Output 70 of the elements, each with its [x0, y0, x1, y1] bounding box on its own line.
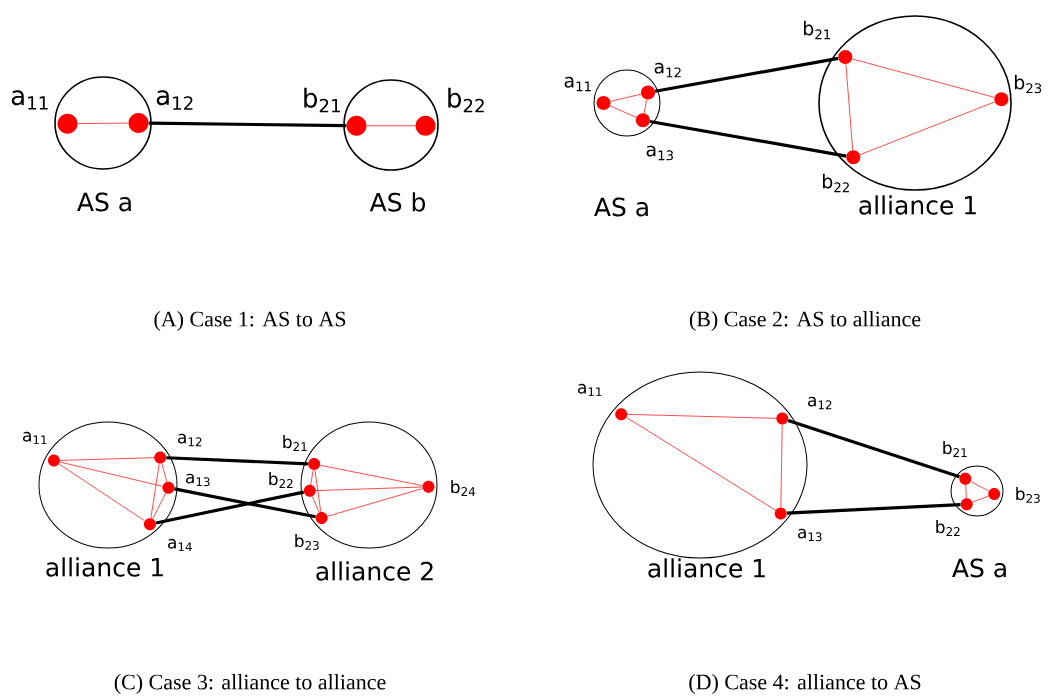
- link-line: [643, 99, 648, 114]
- figure-caption: (B) Case 2: AS to alliance: [689, 311, 921, 331]
- link-line: [786, 503, 961, 515]
- vertex-label: b$_{21}$: [943, 441, 967, 457]
- vertex-label: a$_{11}$: [23, 431, 47, 445]
- vertex-label: a$_{12}$: [156, 90, 193, 110]
- region-label: AS b: [369, 192, 425, 212]
- vertex-label: b$_{21}$: [804, 20, 830, 40]
- link-line: [148, 121, 347, 128]
- region-label: alliance 2: [316, 561, 433, 581]
- link-line: [152, 492, 166, 520]
- vertex-label: b$_{22}$: [936, 520, 960, 536]
- link-line: [970, 481, 990, 492]
- link-line: [787, 418, 960, 479]
- vertex-label: b$_{22}$: [269, 472, 293, 488]
- vertex-label: a$_{13}$: [646, 145, 673, 161]
- link-line: [851, 58, 995, 98]
- vertex-label: b$_{23}$: [1015, 74, 1042, 94]
- link-line: [780, 424, 783, 508]
- link-line: [59, 461, 163, 487]
- vertex-label: a$_{11}$: [578, 383, 602, 397]
- vertex-label: b$_{24}$: [451, 480, 476, 496]
- link-line: [77, 122, 129, 124]
- link-line: [845, 63, 854, 151]
- link-line: [319, 464, 423, 486]
- link-line: [649, 119, 847, 158]
- link-line: [627, 414, 777, 419]
- figure-caption: (C) Case 3: alliance to alliance: [114, 674, 386, 694]
- vertex-label: a$_{13}$: [798, 528, 822, 542]
- vertex-label: a$_{11}$: [564, 76, 591, 92]
- vertex-label: a$_{13}$: [186, 473, 210, 487]
- region-label: alliance 1: [859, 195, 976, 215]
- vertex-label: a$_{14}$: [168, 538, 192, 552]
- link-line: [610, 93, 642, 102]
- link-line: [965, 484, 967, 499]
- link-line: [59, 457, 155, 461]
- vertex-label: b$_{23}$: [1016, 487, 1040, 503]
- vertex-label: b$_{22}$: [448, 87, 484, 113]
- region-label: AS a: [952, 558, 1006, 578]
- link-line: [609, 105, 637, 118]
- region-label: AS a: [594, 197, 648, 217]
- link-line: [859, 101, 996, 155]
- link-line: [972, 495, 989, 503]
- vertex-label: b$_{22}$: [823, 173, 849, 193]
- link-line: [150, 463, 160, 519]
- link-line: [654, 56, 839, 93]
- link-line: [315, 486, 423, 491]
- link-line: [310, 469, 314, 486]
- link-line: [366, 125, 416, 127]
- link-line: [174, 487, 316, 519]
- vertex-label: a$_{12}$: [178, 433, 202, 447]
- link-line: [314, 469, 322, 513]
- vertex-label: b$_{23}$: [295, 534, 319, 550]
- link-line: [161, 463, 168, 483]
- figure-caption: (A) Case 1: AS to AS: [154, 311, 346, 331]
- link-line: [327, 488, 423, 517]
- link-line: [311, 496, 320, 513]
- link-line: [58, 463, 146, 522]
- vertex-label: a$_{12}$: [808, 396, 832, 410]
- region-label: alliance 1: [648, 558, 765, 578]
- vertex-label: a$_{11}$: [11, 90, 48, 110]
- link-line: [626, 417, 776, 511]
- vertex-label: b$_{21}$: [304, 87, 340, 113]
- region-label: AS a: [77, 192, 131, 212]
- vertex-label: b$_{21}$: [283, 435, 307, 451]
- vertex-label: a$_{12}$: [654, 62, 681, 78]
- figure-caption: (D) Case 4: alliance to AS: [689, 674, 921, 694]
- region-label: alliance 1: [46, 557, 163, 577]
- link-line: [155, 490, 305, 525]
- link-line: [166, 456, 308, 466]
